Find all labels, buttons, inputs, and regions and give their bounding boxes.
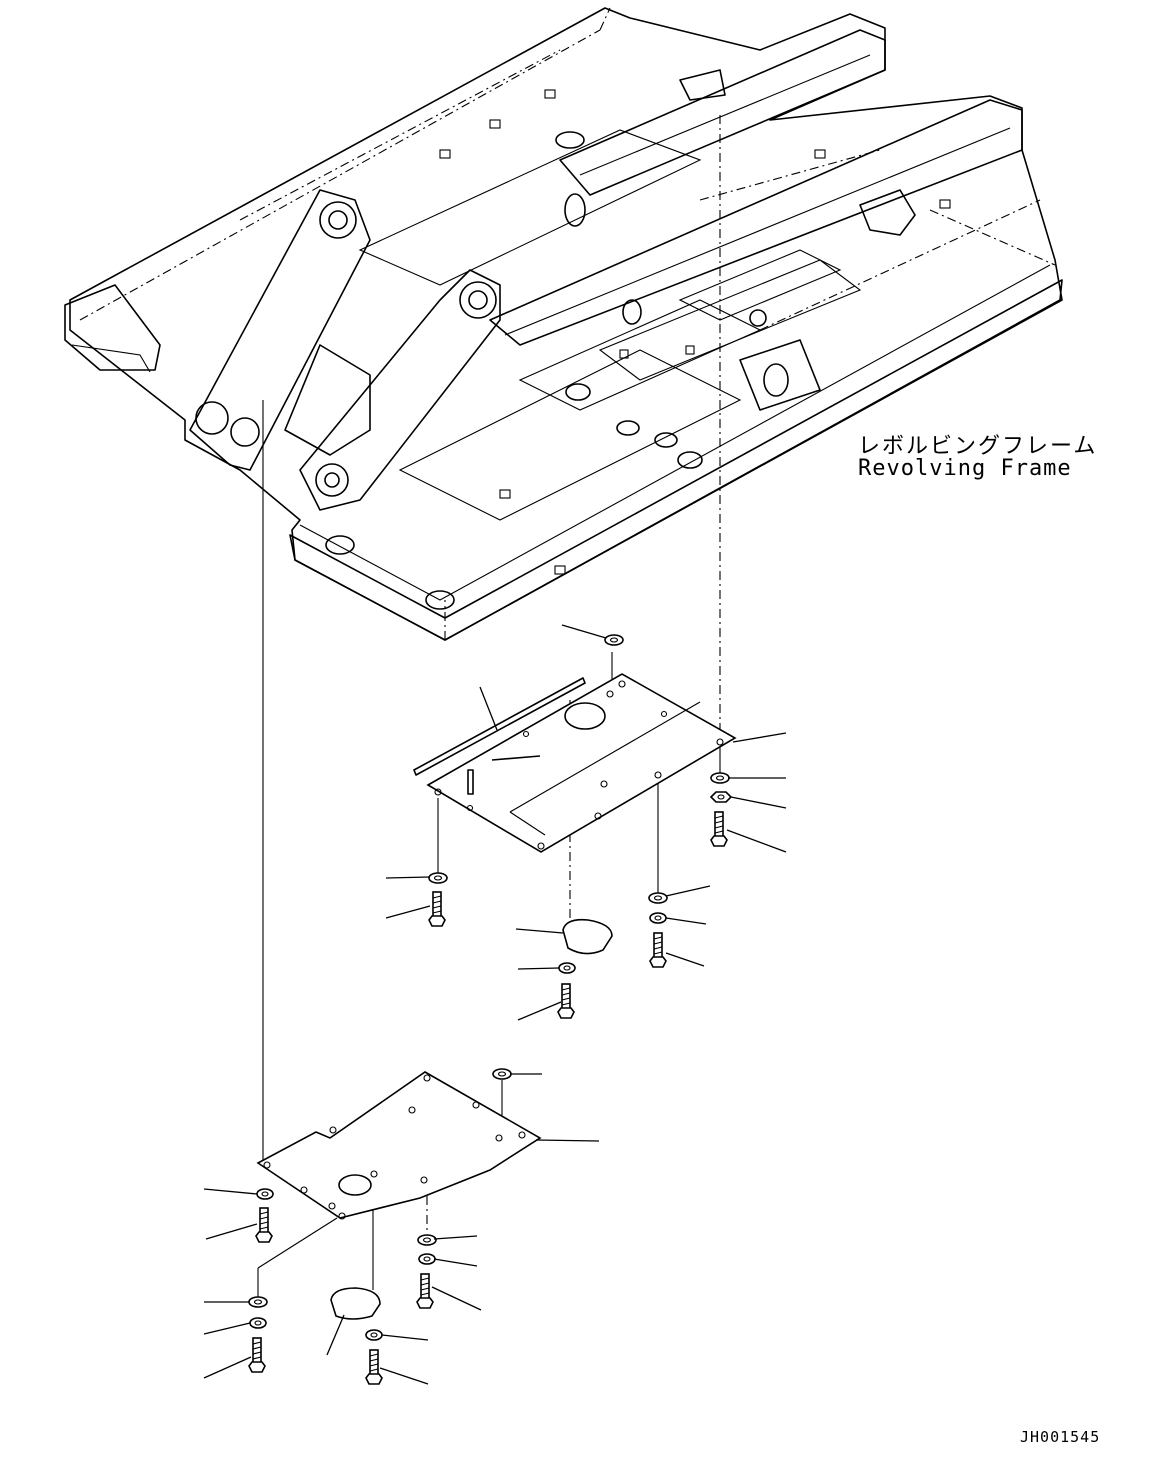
bolts	[248, 811, 728, 1385]
leader-lines	[203, 624, 787, 1385]
washers	[248, 634, 733, 1341]
lower-cover-plate	[256, 1071, 542, 1220]
drawing-id: JH001545	[1020, 1428, 1101, 1446]
upper-cover-plate	[426, 673, 737, 853]
inspection-cover-lower	[330, 1287, 381, 1320]
frame-label-english: Revolving Frame	[858, 456, 1072, 481]
inspection-cover-upper	[562, 918, 613, 955]
revolving-frame	[64, 7, 1063, 641]
frame-label-japanese: レボルビングフレーム	[858, 434, 1098, 459]
seal-strip	[413, 677, 586, 776]
